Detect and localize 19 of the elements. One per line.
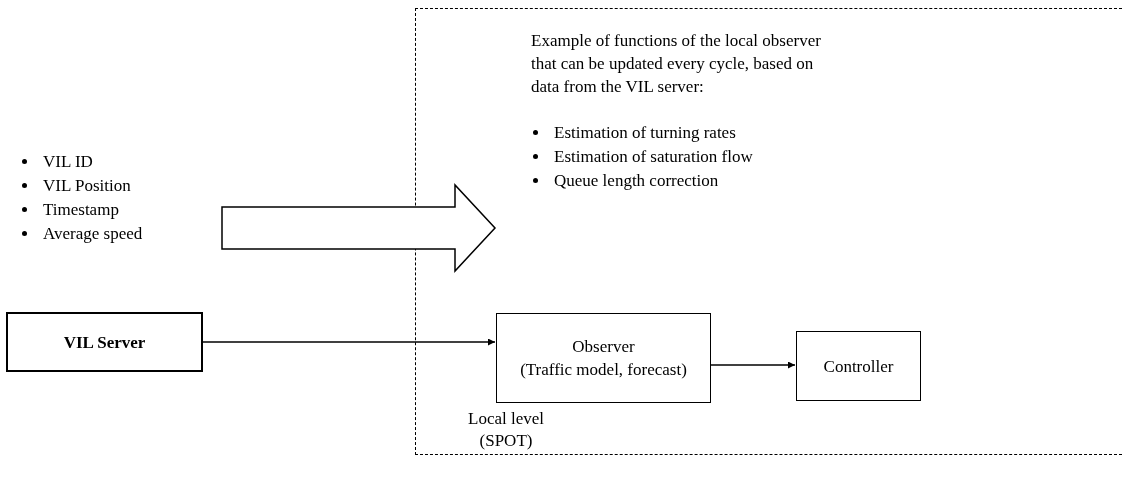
box-label: Observer (572, 336, 635, 358)
arrow (709, 361, 796, 369)
arrow (202, 338, 496, 346)
bullet-item: VIL ID (20, 150, 210, 174)
box-label: (Traffic model, forecast) (520, 359, 687, 381)
description-text: Example of functions of the local observer that can be updated every cycle, based on data from the VIL server: (531, 30, 822, 98)
bullet-item: Estimation of saturation flow (531, 145, 836, 169)
bullet-item: Estimation of turning rates (531, 121, 836, 145)
region-label: Local level (SPOT) (467, 408, 545, 452)
bullet-item: VIL Position (20, 174, 210, 198)
box-label: VIL Server (63, 331, 146, 354)
bullet-item: Timestamp (20, 198, 210, 222)
process-box (496, 313, 711, 403)
box-label: Controller (823, 355, 894, 378)
block-arrow (221, 183, 497, 273)
bullet-item: Queue length correction (531, 169, 836, 193)
bullet-item: Average speed (20, 222, 210, 246)
process-box (6, 312, 203, 372)
process-box (796, 331, 921, 401)
